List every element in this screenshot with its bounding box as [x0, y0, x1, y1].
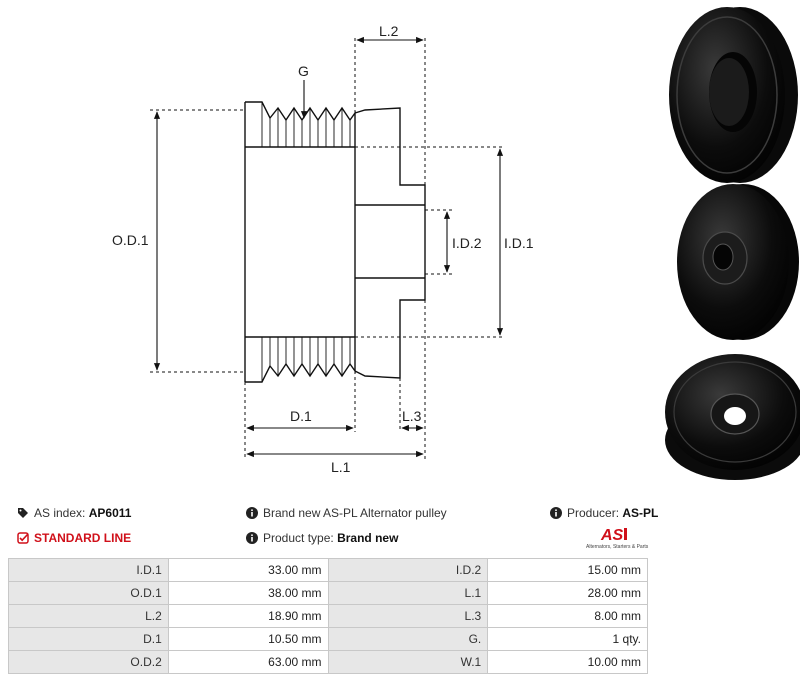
standard-line-text: STANDARD LINE: [34, 531, 132, 545]
label-l2: L.2: [379, 23, 399, 39]
spec-key: D.1: [8, 627, 169, 651]
product-type: Product type: Brand new: [246, 531, 398, 545]
logo-text: AS: [600, 527, 624, 544]
spec-key: L.1: [327, 581, 489, 605]
checkbox-icon: [17, 532, 29, 544]
label-g: G: [298, 63, 309, 79]
producer-value: AS-PL: [622, 506, 659, 520]
as-index-label: AS index:: [34, 506, 86, 520]
description-text: Brand new AS-PL Alternator pulley: [263, 506, 447, 520]
info-icon: [246, 507, 258, 519]
label-l3: L.3: [402, 408, 422, 424]
spec-key: L.3: [327, 604, 489, 628]
spec-key: L.2: [8, 604, 169, 628]
spec-key: W.1: [327, 650, 489, 674]
as-index: AS index: AP6011: [17, 506, 131, 520]
spec-key: I.D.2: [327, 558, 489, 582]
producer-label: Producer:: [567, 506, 620, 520]
spec-key: I.D.1: [8, 558, 169, 582]
spec-key: O.D.2: [8, 650, 169, 674]
info-icon: [550, 507, 562, 519]
standard-line: STANDARD LINE: [17, 531, 131, 545]
spec-value: 10.00 mm: [487, 650, 648, 674]
logo-tagline: Alternators, Starters & Parts: [586, 544, 649, 550]
spec-key: O.D.1: [8, 581, 169, 605]
product-photos: [665, 7, 800, 480]
label-l1: L.1: [331, 459, 351, 475]
product-type-label: Product type:: [263, 531, 334, 545]
spec-value: 28.00 mm: [487, 581, 648, 605]
label-id2: I.D.2: [452, 235, 482, 251]
info-icon: [246, 532, 258, 544]
spec-value: 33.00 mm: [167, 558, 329, 582]
tags-icon: [18, 508, 28, 518]
label-d1: D.1: [290, 408, 312, 424]
as-index-value: AP6011: [88, 506, 132, 520]
spec-value: 8.00 mm: [487, 604, 648, 628]
description: Brand new AS-PL Alternator pulley: [246, 506, 447, 520]
label-od1: O.D.1: [112, 232, 149, 248]
pulley-photo-front: [677, 184, 799, 340]
spec-value: 38.00 mm: [167, 581, 329, 605]
pulley-photo-hub: [665, 354, 800, 480]
spec-value: 1 qty.: [487, 627, 648, 651]
spec-value: 18.90 mm: [167, 604, 329, 628]
pulley-photo-side: [669, 7, 798, 183]
spec-key: G.: [327, 627, 489, 651]
spec-value: 10.50 mm: [167, 627, 329, 651]
product-type-value: Brand new: [337, 531, 399, 545]
technical-drawing: L.2 G O.D.1 I.D.2 I.D.1 D.1 L.3 L.1: [112, 23, 534, 475]
producer: Producer: AS-PL: [550, 506, 658, 520]
label-id1: I.D.1: [504, 235, 534, 251]
as-pl-logo: AS Alternators, Starters & Parts: [586, 527, 649, 550]
spec-value: 63.00 mm: [167, 650, 329, 674]
spec-value: 15.00 mm: [487, 558, 648, 582]
